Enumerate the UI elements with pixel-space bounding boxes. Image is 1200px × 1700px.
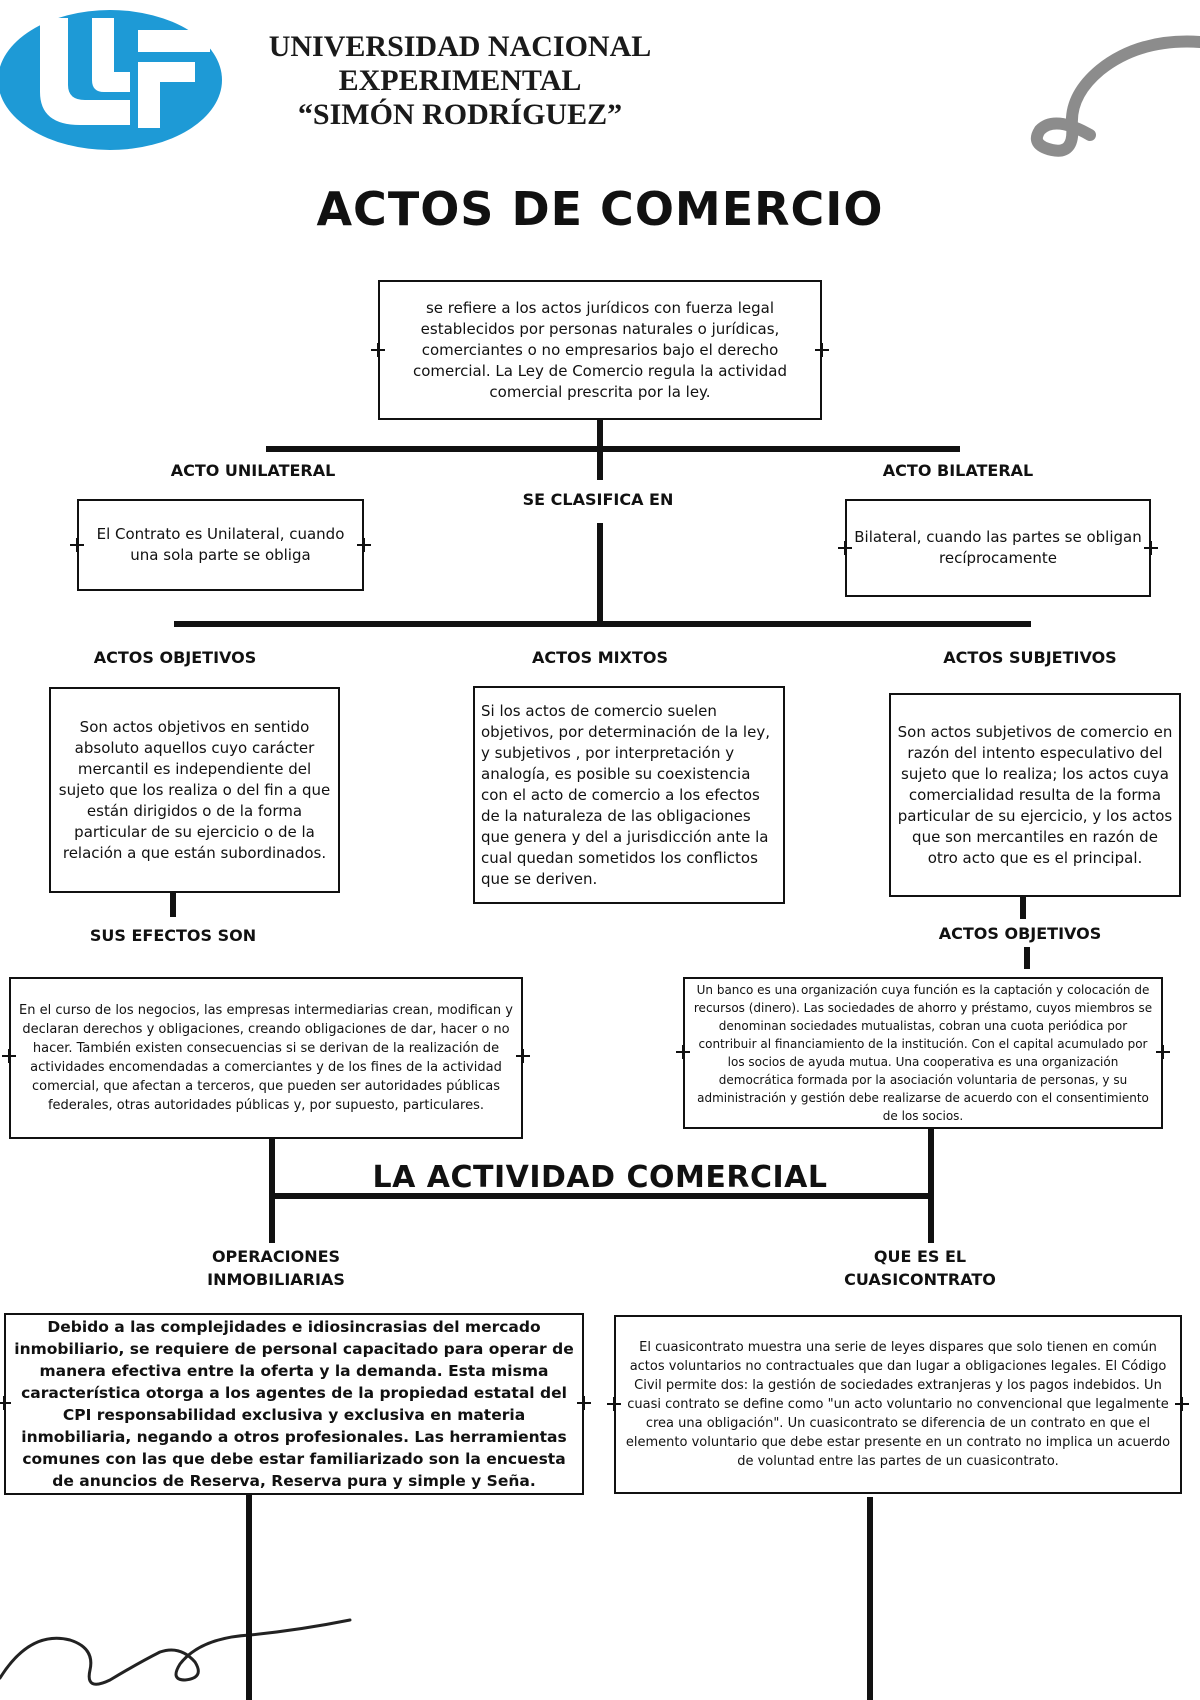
bank-text: Un banco es una organización cuya funció…	[693, 983, 1153, 1123]
resize-handle-icon	[577, 1396, 591, 1410]
university-line-3: “SIMÓN RODRÍGUEZ”	[297, 98, 623, 131]
resize-handle-icon	[371, 343, 385, 357]
quasi-contract-text: El cuasicontrato muestra una serie de le…	[625, 1340, 1171, 1469]
label-line: INMOBILIARIAS	[207, 1270, 345, 1289]
effects-text: En el curso de los negocios, las empresa…	[19, 1003, 513, 1113]
bilateral-text: Bilateral, cuando las partes se obligan …	[854, 528, 1142, 567]
effects-box: En el curso de los negocios, las empresa…	[9, 977, 523, 1139]
label-actos-subjetivos: ACTOS SUBJETIVOS	[943, 648, 1117, 667]
university-name: UNIVERSIDAD NACIONAL EXPERIMENTAL “SIMÓN…	[240, 30, 680, 132]
label-actos-objetivos-2: ACTOS OBJETIVOS	[938, 924, 1102, 943]
mixed-acts-text: Si los actos de comercio suelen objetivo…	[481, 701, 770, 888]
connector-line	[928, 1129, 934, 1243]
label-actos-mixtos: ACTOS MIXTOS	[532, 648, 668, 667]
connector-line	[272, 1193, 934, 1199]
label-cuasicontrato: QUE ES EL CUASICONTRATO	[820, 1245, 1020, 1291]
connector-line	[174, 621, 1031, 627]
label-line: CUASICONTRATO	[844, 1270, 996, 1289]
label-acto-unilateral: ACTO UNILATERAL	[170, 461, 336, 480]
subjective-acts-text: Son actos subjetivos de comercio en razó…	[897, 722, 1173, 867]
university-line-1: UNIVERSIDAD NACIONAL	[268, 30, 652, 63]
label-actos-objetivos: ACTOS OBJETIVOS	[93, 648, 257, 667]
unilateral-text: El Contrato es Unilateral, cuando una so…	[96, 525, 345, 564]
resize-handle-icon	[0, 1396, 11, 1410]
label-line: OPERACIONES	[211, 1247, 341, 1266]
connector-line	[269, 1139, 275, 1243]
page-title: ACTOS DE COMERCIO	[316, 182, 884, 236]
label-acto-bilateral: ACTO BILATERAL	[882, 461, 1034, 480]
unilateral-box: El Contrato es Unilateral, cuando una so…	[77, 499, 364, 591]
mixed-acts-box: Si los actos de comercio suelen objetivo…	[473, 686, 785, 904]
resize-handle-icon	[676, 1045, 690, 1059]
decorative-swirl-top	[1031, 35, 1200, 157]
label-line: QUE ES EL	[873, 1247, 967, 1266]
resize-handle-icon	[815, 343, 829, 357]
connector-line	[170, 893, 176, 917]
resize-handle-icon	[516, 1049, 530, 1063]
label-operaciones-inmobiliarias: OPERACIONES INMOBILIARIAS	[176, 1245, 376, 1291]
objective-acts-text: Son actos objetivos en sentido absoluto …	[58, 717, 331, 862]
resize-handle-icon	[1144, 541, 1158, 555]
resize-handle-icon	[357, 538, 371, 552]
connector-line	[867, 1497, 873, 1700]
objective-acts-box: Son actos objetivos en sentido absoluto …	[49, 687, 340, 893]
subjective-acts-box: Son actos subjetivos de comercio en razó…	[889, 693, 1181, 897]
connector-line	[597, 523, 603, 625]
resize-handle-icon	[70, 538, 84, 552]
definition-box: se refiere a los actos jurídicos con fue…	[378, 280, 822, 420]
connector-line	[246, 1495, 252, 1700]
label-sus-efectos-son: SUS EFECTOS SON	[89, 926, 257, 945]
connector-line	[1024, 947, 1030, 969]
decorative-swirl-bottom	[0, 1618, 352, 1686]
connector-line	[1020, 897, 1026, 919]
resize-handle-icon	[1156, 1045, 1170, 1059]
resize-handle-icon	[838, 541, 852, 555]
university-line-2: EXPERIMENTAL	[338, 64, 582, 97]
resize-handle-icon	[607, 1397, 621, 1411]
bilateral-box: Bilateral, cuando las partes se obligan …	[845, 499, 1151, 597]
real-estate-box: Debido a las complejidades e idiosincras…	[4, 1313, 584, 1495]
definition-text: se refiere a los actos jurídicos con fue…	[412, 298, 788, 401]
resize-handle-icon	[2, 1049, 16, 1063]
commercial-activity-title: LA ACTIVIDAD COMERCIAL	[372, 1160, 828, 1195]
bank-box: Un banco es una organización cuya funció…	[683, 977, 1163, 1129]
label-se-clasifica-en: SE CLASIFICA EN	[522, 490, 674, 509]
resize-handle-icon	[1175, 1397, 1189, 1411]
quasi-contract-box: El cuasicontrato muestra una serie de le…	[614, 1315, 1182, 1494]
real-estate-text: Debido a las complejidades e idiosincras…	[14, 1318, 574, 1490]
connector-line	[266, 446, 960, 452]
university-logo	[0, 10, 222, 150]
